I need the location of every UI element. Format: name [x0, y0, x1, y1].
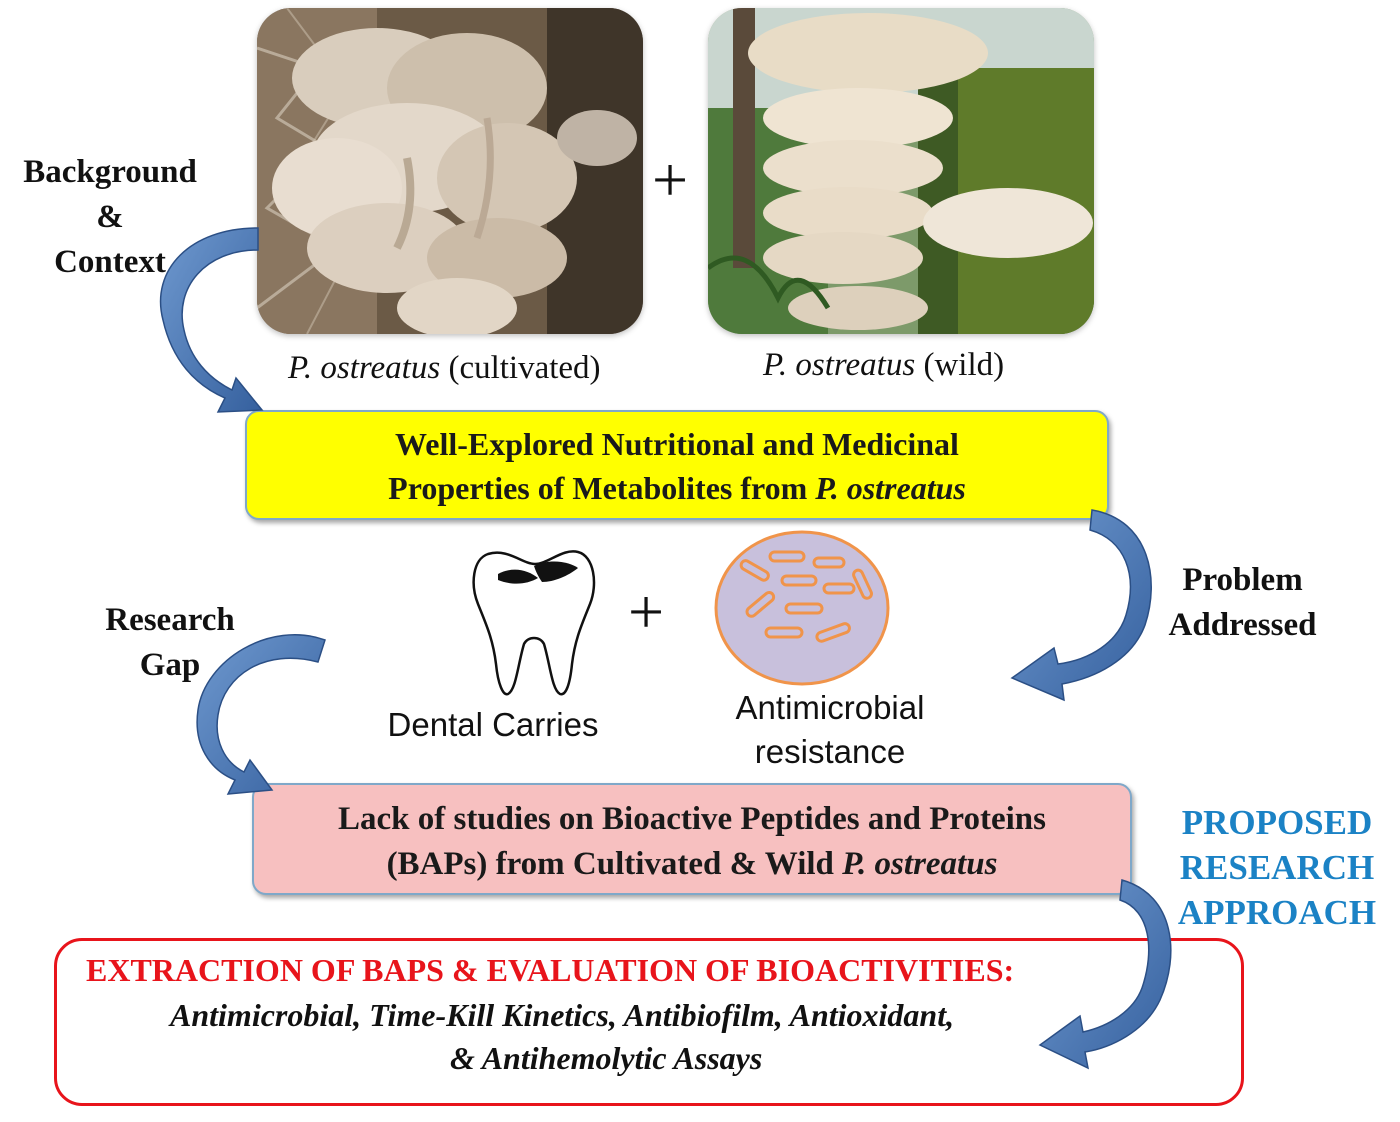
gap-line-1: Lack of studies on Bioactive Peptides an… — [337, 801, 1046, 837]
wild-caption: P. ostreatus (wild) — [763, 347, 1005, 383]
plus-sign-top: + — [652, 144, 689, 215]
assays-line-1: Antimicrobial, Time-Kill Kinetics, Antib… — [170, 997, 955, 1033]
plus-sign-middle: + — [628, 576, 665, 647]
explored-line-2: Properties of Metabolites from P. ostrea… — [388, 470, 966, 506]
assays-line-2: & Antihemolytic Assays — [450, 1040, 763, 1076]
proposed-approach-label: PROPOSED RESEARCH APPROACH — [1177, 803, 1377, 932]
cultivated-mushroom-photo — [257, 8, 643, 334]
research-gap-box: Lack of studies on Bioactive Peptides an… — [252, 783, 1132, 895]
research-gap-label: Research Gap — [105, 602, 235, 683]
explored-line-1: Well-Explored Nutritional and Medicinal — [395, 426, 959, 462]
background-context-label: Background & Context — [23, 154, 197, 280]
gap-line-2: (BAPs) from Cultivated & Wild P. ostreat… — [386, 846, 998, 882]
explored-properties-box: Well-Explored Nutritional and Medicinal … — [245, 410, 1109, 520]
arrow-gap-to-lack — [196, 634, 326, 795]
problem-addressed-label: Problem Addressed — [1168, 562, 1317, 643]
tooth-icon — [468, 544, 602, 702]
arrow-explored-to-problem — [1010, 509, 1152, 702]
antimicrobial-resistance-caption: Antimicrobial resistance — [735, 689, 925, 770]
arrow-background-to-explored — [159, 227, 264, 413]
bacteria-dish-icon — [712, 528, 892, 688]
arrow-lack-to-extraction — [1038, 879, 1172, 1070]
extraction-evaluation-box — [54, 938, 1244, 1106]
dental-carries-caption: Dental Carries — [387, 706, 599, 743]
wild-mushroom-photo — [708, 8, 1094, 334]
cultivated-caption: P. ostreatus (cultivated) — [288, 350, 601, 386]
extraction-title: EXTRACTION OF BAPS & EVALUATION OF BIOAC… — [86, 952, 1015, 988]
